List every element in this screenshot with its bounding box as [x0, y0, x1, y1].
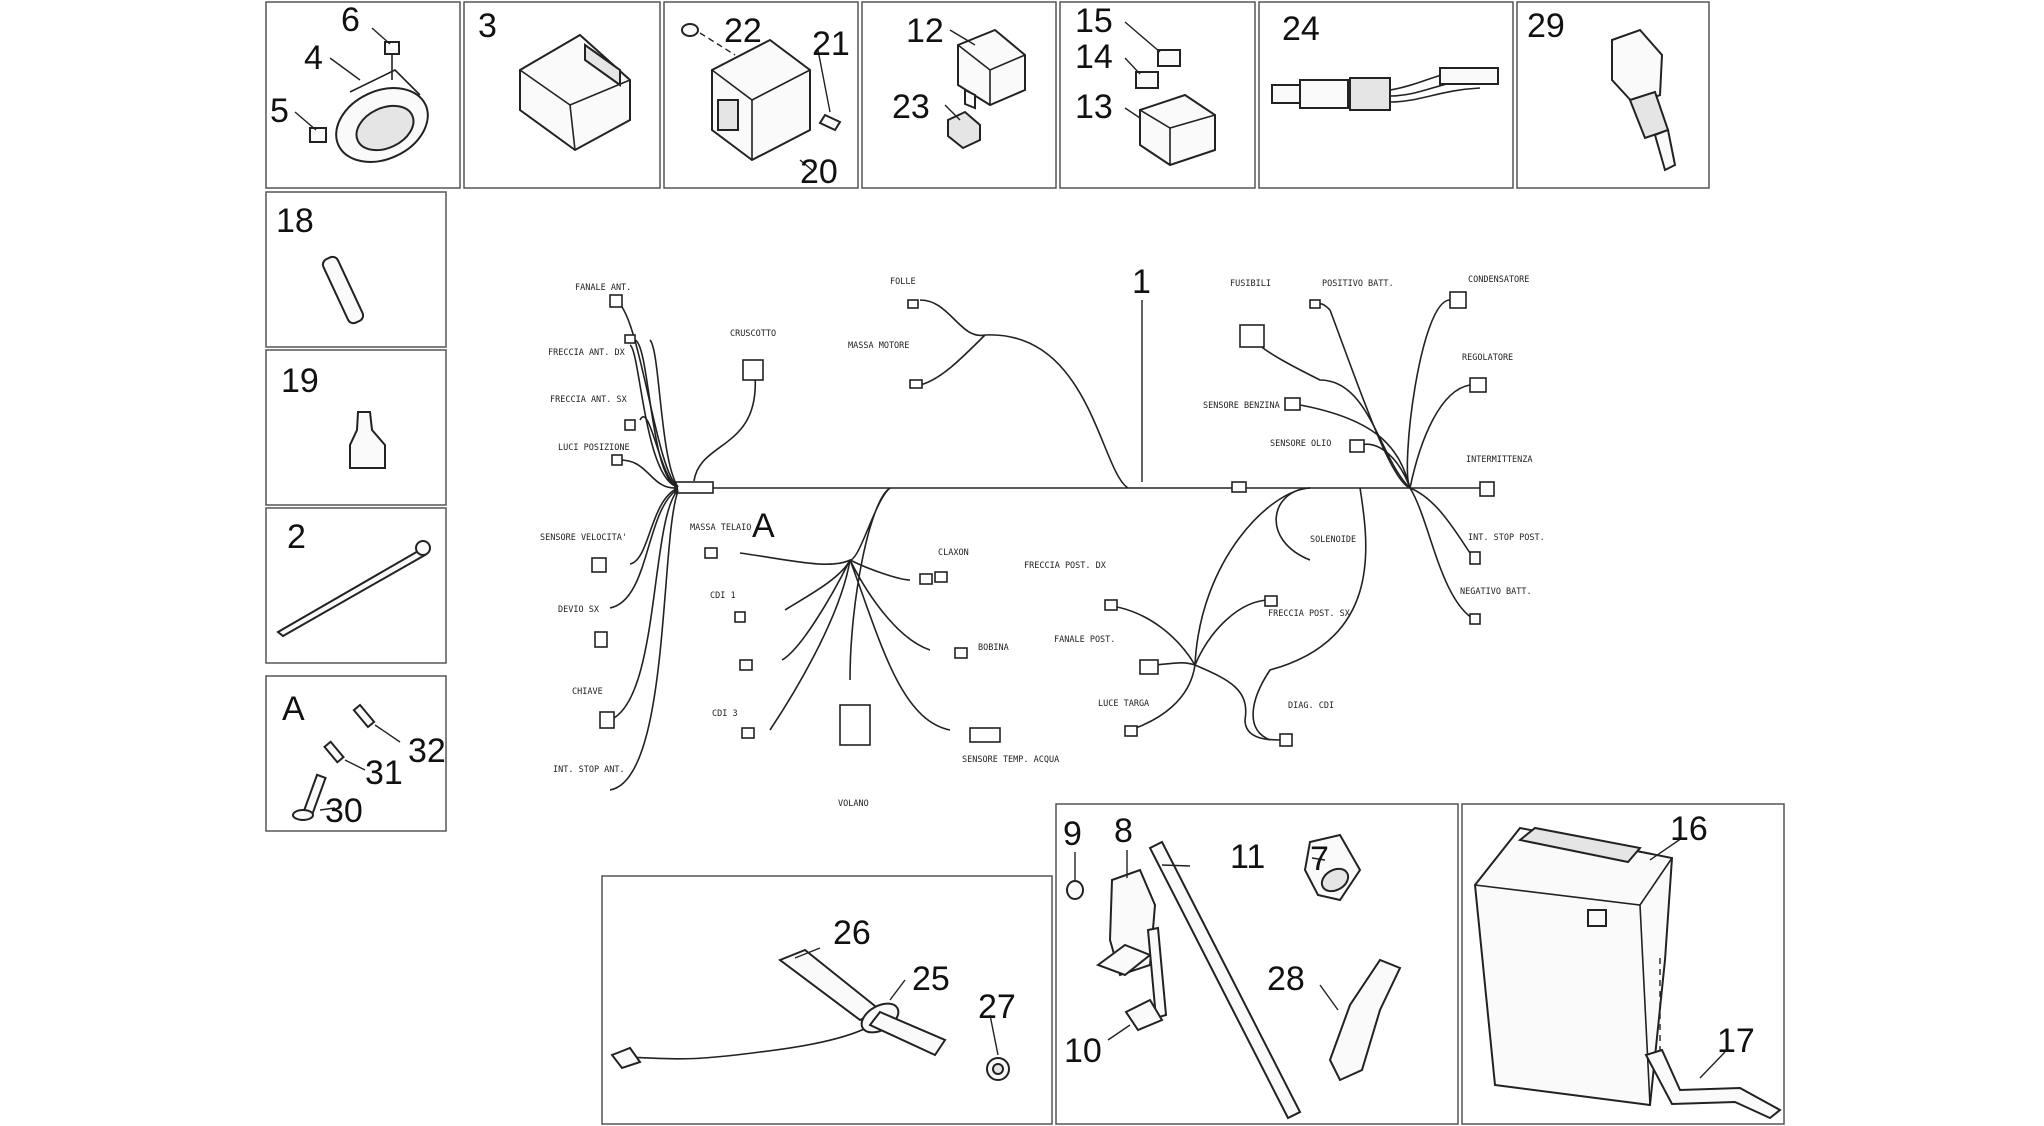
part-number-20: 20	[800, 153, 838, 191]
label-freccia-ant-sx: FRECCIA ANT. SX	[550, 395, 628, 405]
part-number-13: 13	[1075, 88, 1113, 126]
part-number-16: 16	[1670, 810, 1708, 848]
label-luce-targa: LUCE TARGA	[1098, 699, 1149, 709]
part-number-3: 3	[478, 7, 497, 45]
label-solenoide: SOLENOIDE	[1310, 535, 1356, 545]
part-number-29: 29	[1527, 7, 1565, 45]
label-cruscotto: CRUSCOTTO	[730, 329, 776, 339]
label-int-stop-ant: INT. STOP ANT.	[553, 765, 625, 775]
group-a-label: A	[282, 690, 305, 728]
label-sensore-olio: SENSORE OLIO	[1270, 439, 1331, 449]
part-number-9: 9	[1063, 815, 1082, 853]
part-number-27: 27	[978, 988, 1016, 1026]
panel-regulator: 22 21 20	[663, 1, 859, 191]
label-chiave: CHIAVE	[572, 687, 603, 697]
panel-speed-sensor: 26 25 27	[601, 875, 1053, 1125]
label-int-stop-post: INT. STOP POST.	[1468, 533, 1545, 543]
part-number-7: 7	[1310, 840, 1329, 878]
label-diag-cdi: DIAG. CDI	[1288, 701, 1334, 711]
part-number-2: 2	[287, 518, 306, 556]
part-number-11: 11	[1230, 838, 1265, 876]
label-intermittenza: INTERMITTENZA	[1466, 455, 1533, 465]
part-number-14: 14	[1075, 38, 1113, 76]
label-positivo-batt: POSITIVO BATT.	[1322, 279, 1394, 289]
panel-cable-tie: 2	[265, 507, 447, 664]
panel-horn: 6 4 5	[265, 1, 461, 189]
part-number-25: 25	[912, 960, 950, 998]
part-number-21: 21	[812, 25, 850, 63]
label-bobina: BOBINA	[978, 643, 1009, 653]
label-massa-telaio: MASSA TELAIO	[690, 523, 751, 533]
label-sensore-temp-acqua: SENSORE TEMP. ACQUA	[962, 755, 1059, 765]
panel-relay: 12 23	[861, 1, 1057, 189]
group-a-harness-label: A	[752, 507, 775, 545]
label-devio-sx: DEVIO SX	[558, 605, 600, 615]
part-number-18: 18	[276, 202, 314, 240]
panel-temp-sensor: 29	[1516, 1, 1710, 189]
part-number-17: 17	[1717, 1022, 1755, 1060]
main-wiring-harness: 1 A	[540, 263, 1545, 809]
part-number-31: 31	[365, 754, 403, 792]
part-number-23: 23	[892, 88, 930, 126]
label-massa-motore: MASSA MOTORE	[848, 341, 909, 351]
part-number-12: 12	[906, 12, 944, 50]
part-number-26: 26	[833, 914, 871, 952]
part-number-22: 22	[724, 12, 762, 50]
panel-grease: 19	[265, 349, 447, 506]
panel-cdi: 3	[463, 1, 661, 189]
label-fanale-ant: FANALE ANT.	[575, 283, 631, 293]
label-sensore-benzina: SENSORE BENZINA	[1203, 401, 1280, 411]
part-number-30: 30	[325, 792, 363, 830]
part-number-19: 19	[281, 362, 319, 400]
label-cdi-1: CDI 1	[710, 591, 736, 601]
label-fanale-post: FANALE POST.	[1054, 635, 1115, 645]
panel-group-a: A 32 31 30	[265, 675, 447, 832]
label-folle: FOLLE	[890, 277, 916, 287]
label-cdi-3: CDI 3	[712, 709, 738, 719]
part-number-32: 32	[408, 732, 446, 770]
label-fusibili: FUSIBILI	[1230, 279, 1271, 289]
panel-fuse-holder: 15 14 13	[1059, 1, 1256, 189]
panel-wiring-lead: 24	[1258, 1, 1514, 189]
panel-tube: 18	[265, 191, 447, 348]
label-freccia-ant-dx: FRECCIA ANT. DX	[548, 348, 626, 358]
label-negativo-batt: NEGATIVO BATT.	[1460, 587, 1532, 597]
label-freccia-post-sx: FRECCIA POST. SX	[1268, 609, 1351, 619]
part-number-6: 6	[341, 1, 360, 39]
label-volano: VOLANO	[838, 799, 869, 809]
label-freccia-post-dx: FRECCIA POST. DX	[1024, 561, 1107, 571]
part-number-28: 28	[1267, 960, 1305, 998]
panel-ignition-coil: 9 8 11 7 28 10	[1055, 803, 1459, 1125]
label-regolatore: REGOLATORE	[1462, 353, 1513, 363]
part-number-1: 1	[1132, 263, 1151, 301]
panel-battery: 16 17	[1461, 803, 1785, 1125]
label-luci-posizione: LUCI POSIZIONE	[558, 443, 630, 453]
part-number-15: 15	[1075, 2, 1113, 40]
label-condensatore: CONDENSATORE	[1468, 275, 1529, 285]
part-number-24: 24	[1282, 10, 1320, 48]
part-number-10: 10	[1064, 1032, 1102, 1070]
label-claxon: CLAXON	[938, 548, 969, 558]
part-number-4: 4	[304, 39, 323, 77]
label-sensore-velocita: SENSORE VELOCITA'	[540, 533, 627, 543]
part-number-5: 5	[270, 92, 289, 130]
part-number-8: 8	[1114, 812, 1133, 850]
